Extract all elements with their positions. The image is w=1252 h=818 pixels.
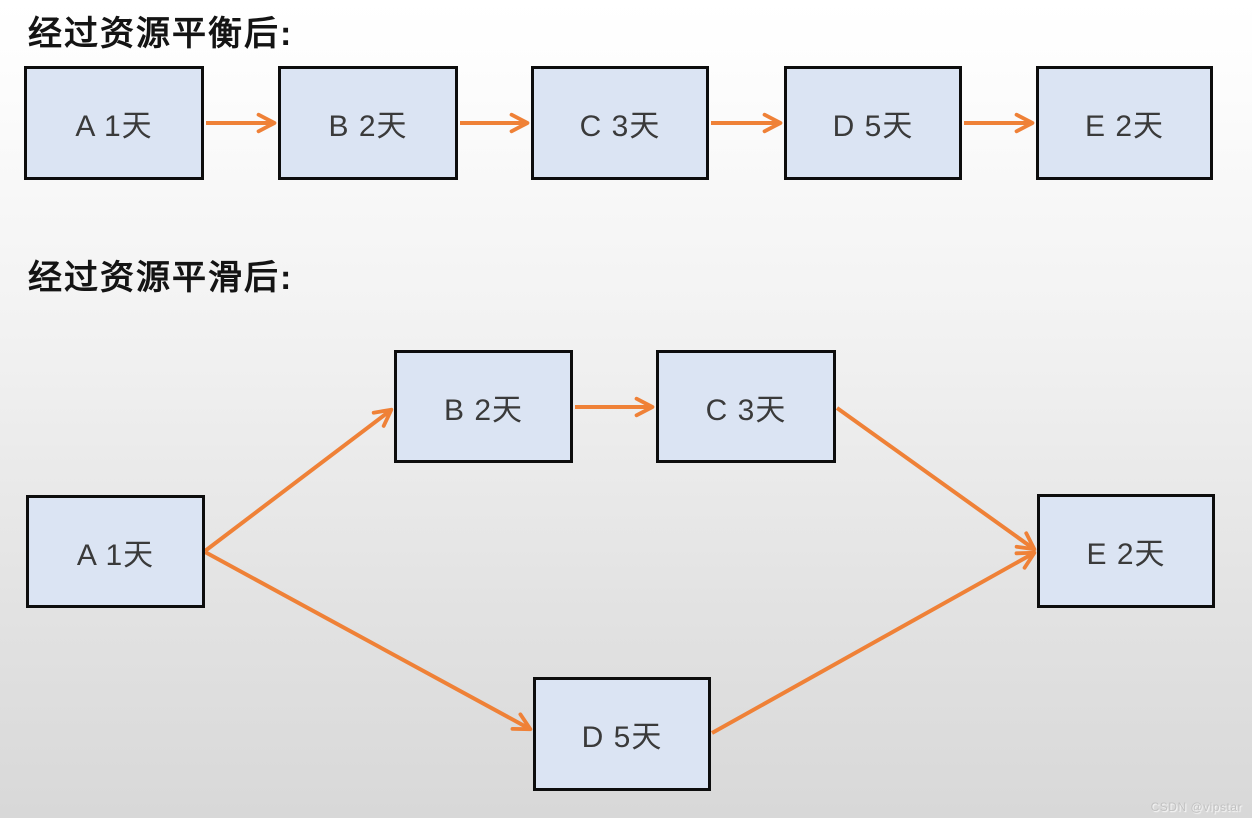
edge-smoothed-a-b [203,407,394,553]
smoothed-node-d: D 5天 [533,677,711,791]
balanced-node-a: A 1天 [24,66,204,180]
smoothed-node-e: E 2天 [1037,494,1215,608]
edge-smoothed-d-e [711,550,1037,735]
smoothed-node-a: A 1天 [26,495,205,608]
edge-smoothed-a-d [204,550,533,732]
smoothed-node-c: C 3天 [656,350,836,463]
balanced-node-c: C 3天 [531,66,709,180]
smoothed-node-b: B 2天 [394,350,573,463]
edge-smoothed-c-e [835,406,1037,552]
smoothed-section-title: 经过资源平滑后: [28,259,294,297]
csdn-watermark: CSDN @vipstar [1150,800,1242,814]
balanced-node-b: B 2天 [278,66,458,180]
balanced-node-d: D 5天 [784,66,962,180]
balanced-node-e: E 2天 [1036,66,1213,180]
balanced-section-title: 经过资源平衡后: [28,15,294,53]
